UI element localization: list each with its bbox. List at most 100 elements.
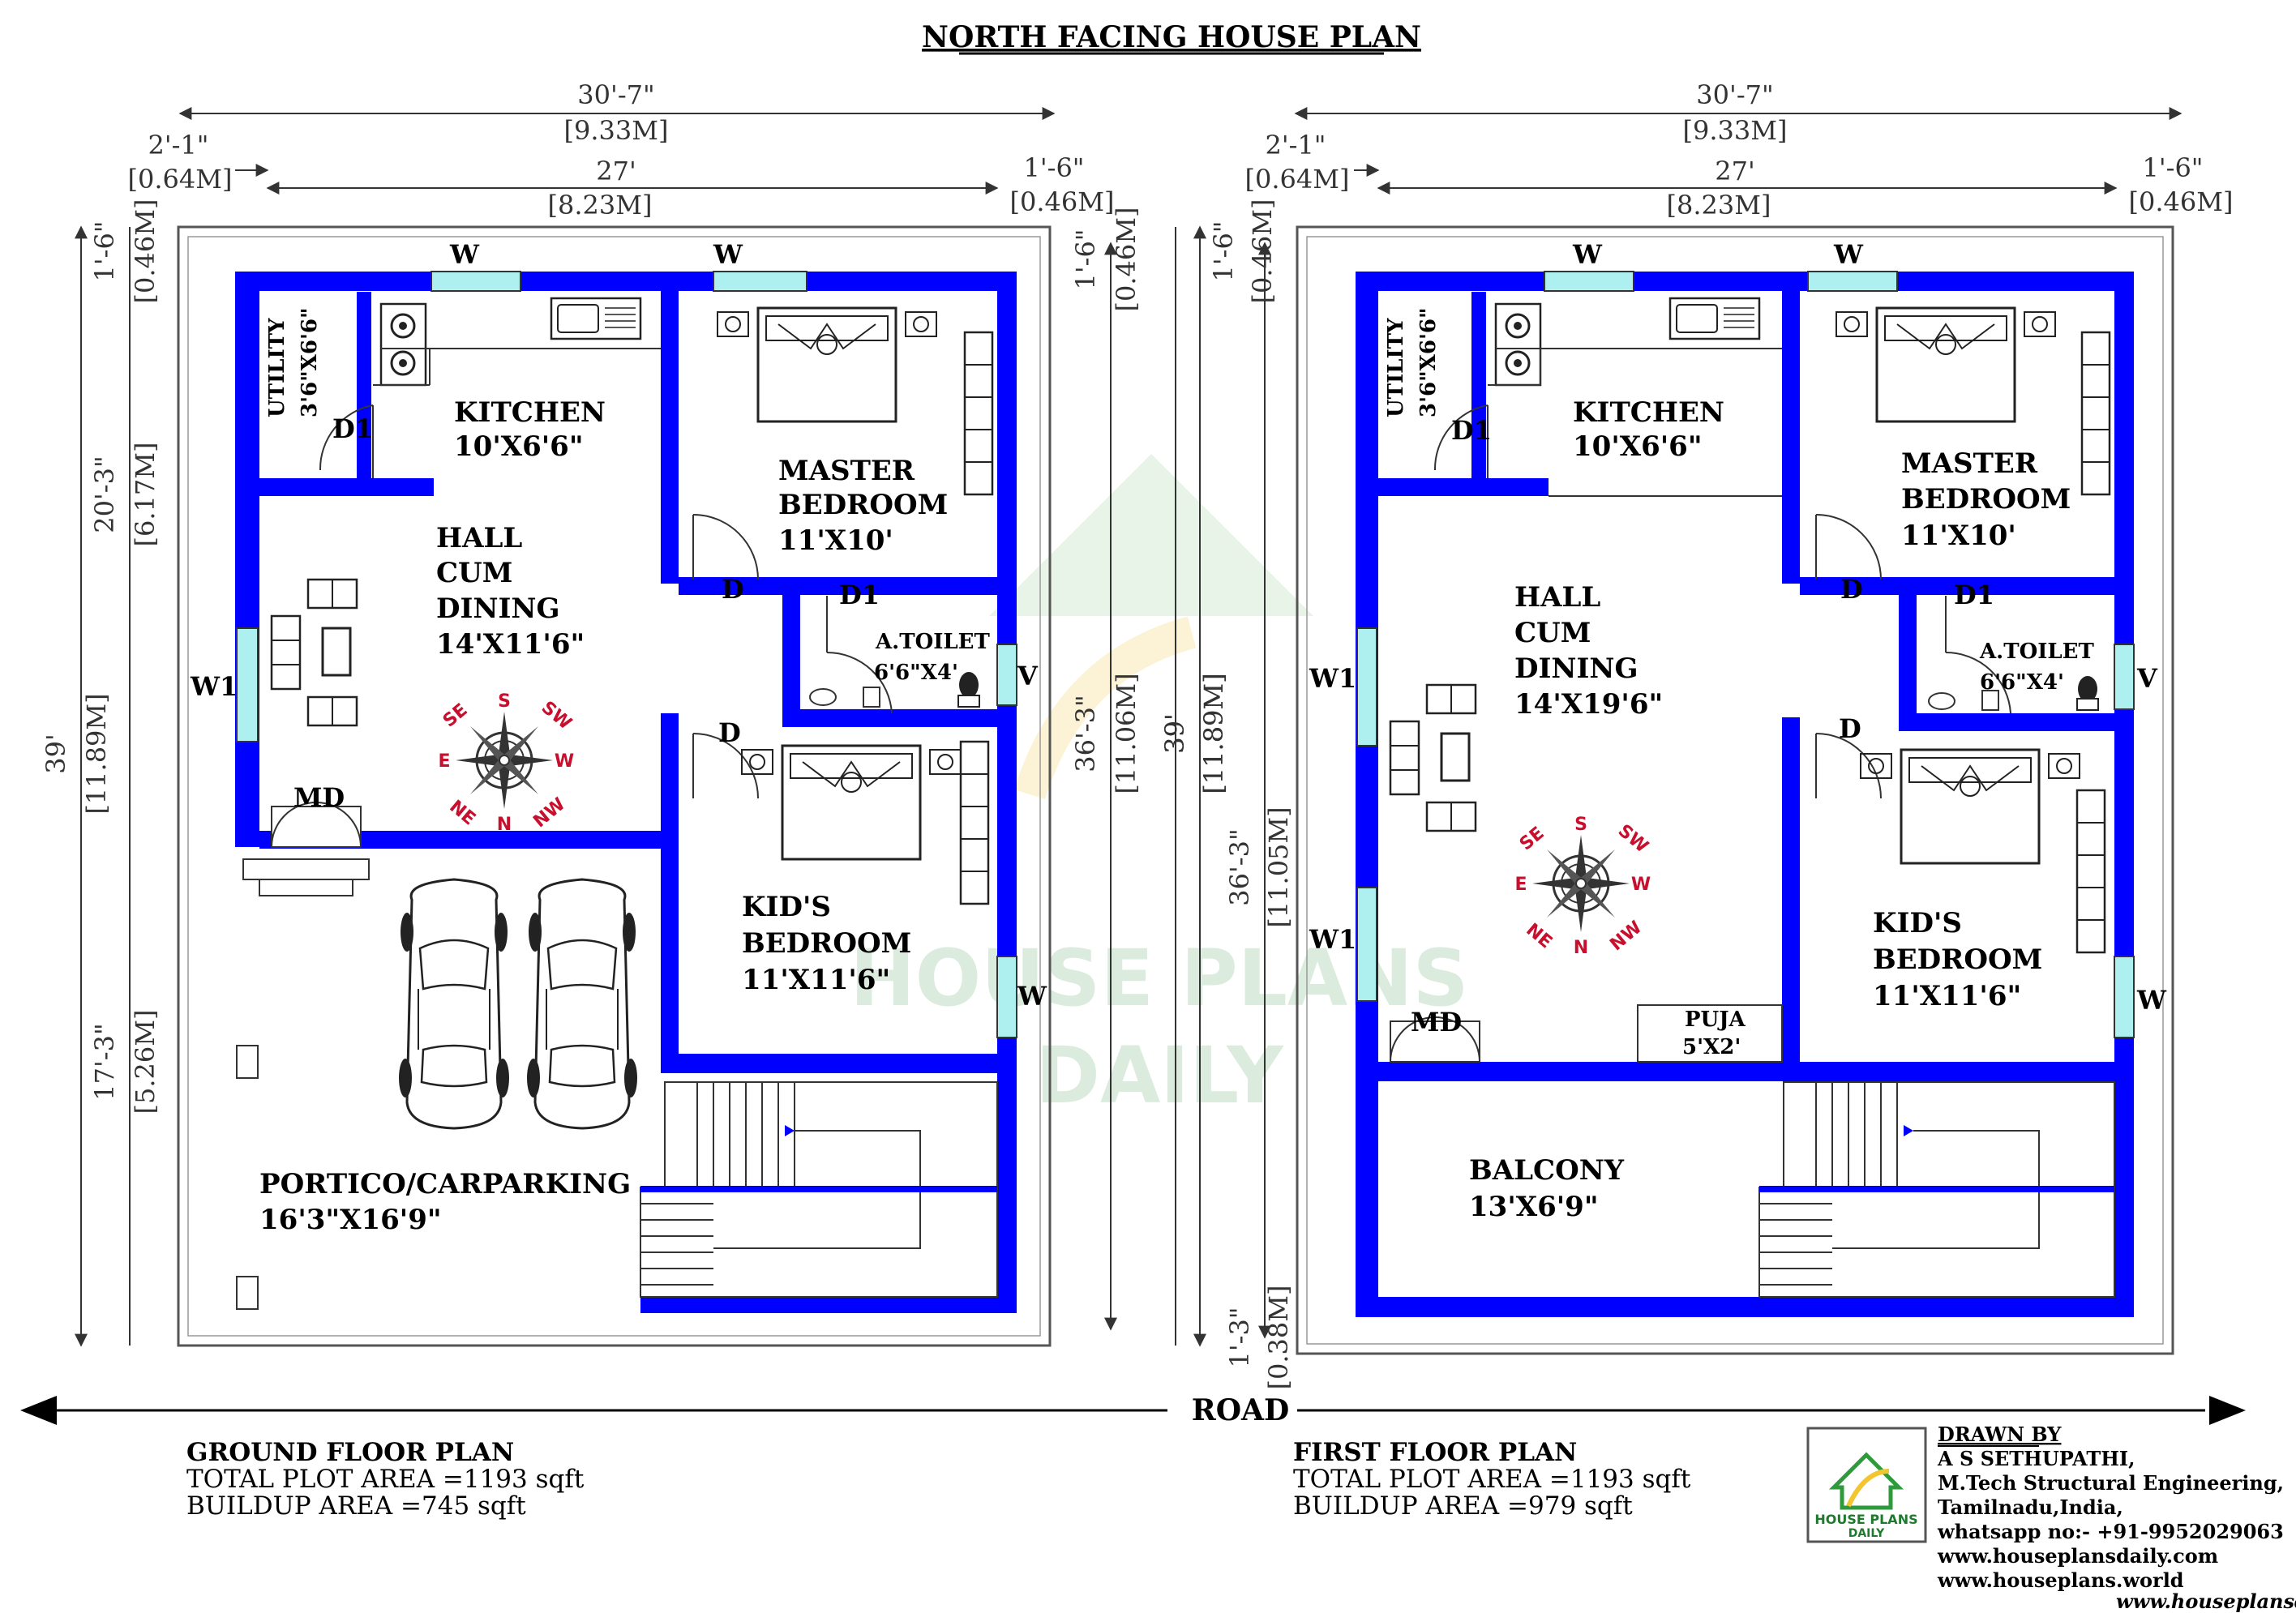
road-arrow-right-icon — [2209, 1396, 2246, 1425]
gf-plot-boundary — [177, 225, 1052, 1347]
gf-compass: S N E W SE SW NE NW — [438, 691, 575, 835]
ff-puja-label: PUJA — [1685, 1008, 1746, 1032]
gf-car-icon-2 — [525, 878, 639, 1130]
credits-location: Tamilnadu,India, — [1938, 1495, 2123, 1519]
ff-kids-size: 11'X11'6" — [1873, 980, 2021, 1012]
ff-kitchen-size: 10'X6'6" — [1573, 430, 1703, 463]
gf-dim-left-mid: 20'-3" — [89, 456, 120, 533]
ff-walls — [1356, 272, 2134, 1317]
gf-door-mark-d1-toilet: D1 — [839, 580, 880, 610]
ff-kitchen-label: KITCHEN — [1573, 396, 1724, 429]
gf-dimensions: 30'-7" [9.33M] 2'-1" [0.64M] 27' [8.23M]… — [41, 79, 1229, 1347]
svg-text:S: S — [1574, 815, 1587, 835]
gf-dim-overall-h-m: [11.89M] — [81, 693, 112, 814]
ff-dimensions: 30'-7" [9.33M] 2'-1" [0.64M] 27' [8.23M]… — [1159, 79, 2233, 1389]
gf-stair-landing — [640, 1186, 997, 1192]
svg-text:NE: NE — [445, 797, 479, 830]
ff-washbasin-icon — [1928, 692, 1955, 710]
gf-dim-overall-w: 30'-7" — [577, 79, 654, 110]
gf-utility-label: UTILITY — [265, 318, 289, 417]
credits-site-1: www.houseplansdaily.com — [1937, 1544, 2218, 1568]
ff-dim-left-offset: 2'-1" — [1265, 130, 1326, 160]
svg-text:NE: NE — [1522, 920, 1556, 953]
gf-hall-label-1: HALL — [436, 522, 522, 554]
ff-vent-mark: V — [2136, 663, 2158, 694]
ff-toilet-icon — [2078, 676, 2097, 702]
ff-stove-icon — [1494, 302, 1542, 387]
gf-plot-area: TOTAL PLOT AREA =1193 sqft — [186, 1465, 585, 1494]
gf-dim-inner-w-m: [8.23M] — [548, 190, 653, 220]
ff-master-label-1: MASTER — [1901, 447, 2038, 480]
gf-sofa-icon — [270, 578, 358, 727]
ff-kids-label-1: KID'S — [1873, 907, 1962, 939]
ff-dim-right-offset: 1'-6" — [2142, 152, 2203, 183]
ff-buildup-area: BUILDUP AREA =979 sqft — [1293, 1491, 1633, 1521]
gf-master-wardrobe-icon — [963, 331, 994, 496]
ff-hall-label-1: HALL — [1514, 581, 1600, 614]
gf-kids-size: 11'X11'6" — [742, 964, 890, 996]
gf-dim-overall-w-m: [9.33M] — [564, 115, 669, 146]
svg-text:SE: SE — [1516, 824, 1549, 855]
svg-text:W: W — [555, 751, 574, 772]
brand-logo: HOUSE PLANS DAILY — [1806, 1427, 1927, 1543]
ff-doors — [1390, 404, 2011, 1063]
ff-sink-icon — [1668, 297, 1761, 340]
ff-dim-left-top: 1'-6" — [1208, 220, 1239, 281]
gf-utility-size: 3'6"X6'6" — [298, 307, 322, 417]
first-floor-plan: 30'-7" [9.33M] 2'-1" [0.64M] 27' [8.23M]… — [1159, 79, 2233, 1521]
ff-door-mark-d-master: D — [1840, 574, 1863, 605]
ff-window-mark-1: W — [1572, 239, 1603, 270]
gf-vent-mark: V — [1017, 661, 1039, 691]
gf-dim-overall-h: 39' — [41, 734, 71, 774]
ff-door-mark-md: MD — [1411, 1007, 1462, 1038]
gf-walls — [235, 272, 1017, 1313]
ff-balcony-size: 13'X6'9" — [1469, 1191, 1599, 1223]
ff-dim-right-offset-m: [0.46M] — [2129, 186, 2234, 217]
ff-window-mark-w1-a: W1 — [1309, 663, 1356, 694]
gf-windows — [236, 271, 1017, 1038]
ff-dim-left-inner-m: [11.05M] — [1263, 806, 1294, 927]
gf-dim-right-offset: 1'-6" — [1023, 152, 1084, 183]
credits-drawn-by: DRAWN BY — [1938, 1423, 2062, 1446]
ff-dim-overall-w-m: [9.33M] — [1683, 115, 1788, 146]
gf-dim-left-offset: 2'-1" — [148, 130, 208, 160]
ff-hall-label-2: CUM — [1514, 617, 1591, 649]
ff-plot-inner — [1306, 236, 2164, 1345]
ff-dim-left-bot: 1'-3" — [1224, 1307, 1255, 1367]
gf-portico-label: PORTICO/CARPARKING — [259, 1168, 631, 1200]
credits-name: A S SETHUPATHI, — [1937, 1447, 2135, 1470]
ff-hall-label-3: DINING — [1514, 652, 1638, 685]
ff-door-mark-d-kids: D — [1839, 713, 1861, 744]
ff-window-mark-3: W — [2136, 985, 2167, 1016]
ff-hall-size: 14'X19'6" — [1514, 688, 1663, 721]
gf-portico-size: 16'3"X16'9" — [259, 1204, 442, 1236]
ff-balcony-label: BALCONY — [1469, 1154, 1625, 1187]
svg-text:E: E — [1514, 875, 1527, 895]
ff-dim-left-bot-m: [0.38M] — [1263, 1286, 1294, 1390]
gf-hall-label-3: DINING — [436, 593, 560, 625]
ff-kids-bed-icon — [1859, 748, 2081, 865]
gf-washbasin-icon — [809, 688, 837, 706]
gf-window-mark-2: W — [713, 239, 743, 270]
ff-kids-label-2: BEDROOM — [1873, 943, 2042, 976]
ff-dim-left-top-m: [0.46M] — [1247, 199, 1278, 304]
road-arrow-left-icon — [20, 1396, 57, 1425]
gf-dim-left-bot: 17'-3" — [89, 1023, 120, 1100]
gf-sink-icon — [550, 297, 642, 340]
credits-whatsapp: whatsapp no:- +91-9952029063 — [1937, 1520, 2284, 1543]
gf-toilet-size: 6'6"X4' — [874, 661, 958, 685]
gf-dim-right-overall: 39' — [1159, 713, 1190, 754]
ff-sofa-icon — [1389, 683, 1477, 832]
ff-door-mark-d1-toilet: D1 — [1954, 580, 1994, 610]
gf-buildup-area: BUILDUP AREA =745 sqft — [186, 1491, 526, 1521]
gf-dim-left-top-m: [0.46M] — [130, 199, 161, 304]
gf-dim-inner-w: 27' — [596, 156, 636, 186]
gf-toilet-label: A.TOILET — [875, 630, 990, 654]
gf-master-size: 11'X10' — [778, 524, 893, 557]
ff-master-size: 11'X10' — [1901, 520, 2016, 552]
gf-toilet-icon — [959, 672, 979, 698]
svg-text:SE: SE — [439, 700, 472, 732]
gf-master-label-1: MASTER — [778, 455, 915, 487]
ff-plot-area: TOTAL PLOT AREA =1193 sqft — [1293, 1465, 1691, 1494]
